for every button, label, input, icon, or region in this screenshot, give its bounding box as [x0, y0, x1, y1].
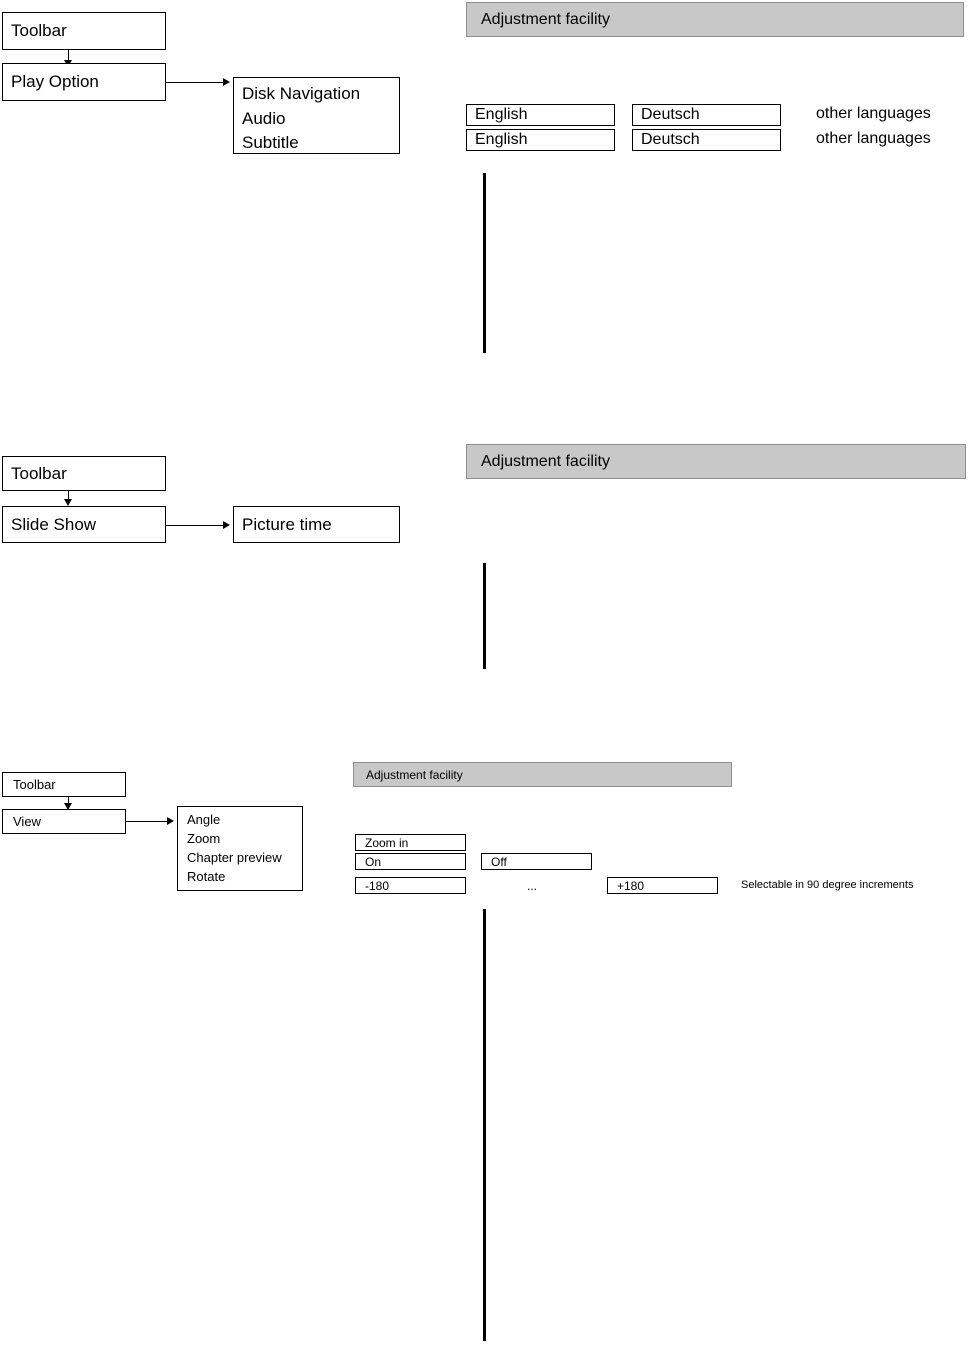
picture-time-box[interactable]: Picture time	[233, 506, 400, 543]
adjustment-banner-view: Adjustment facility	[353, 762, 732, 787]
connector-toolbar-view	[68, 797, 69, 805]
slide-show-box[interactable]: Slide Show	[2, 506, 166, 543]
section-divider-play	[483, 173, 486, 353]
connector-view-items	[126, 821, 168, 822]
arrow-right-icon	[167, 817, 174, 825]
lang-en-row1[interactable]: English	[466, 104, 615, 126]
lang-de-row2[interactable]: Deutsch	[632, 129, 781, 151]
arrow-right-icon	[223, 521, 230, 529]
lang-en-row2[interactable]: English	[466, 129, 615, 151]
angle-max-box[interactable]: +180	[607, 877, 718, 894]
zoom-on-box[interactable]: On	[355, 853, 466, 870]
view-items-box[interactable]: Angle Zoom Chapter preview Rotate	[177, 806, 303, 891]
lang-other-row2: other languages	[816, 130, 931, 147]
adjustment-banner-slideshow: Adjustment facility	[466, 444, 966, 479]
lang-de-row1[interactable]: Deutsch	[632, 104, 781, 126]
connector-toolbar-slideshow	[68, 491, 69, 501]
play-option-box[interactable]: Play Option	[2, 63, 166, 101]
arrow-down-icon	[64, 803, 72, 810]
angle-ellipsis-label: ...	[527, 879, 538, 893]
zoom-off-box[interactable]: Off	[481, 853, 592, 870]
view-box[interactable]: View	[2, 809, 126, 834]
angle-min-box[interactable]: -180	[355, 877, 466, 894]
zoom-in-box[interactable]: Zoom in	[355, 834, 466, 851]
connector-toolbar-play	[68, 50, 69, 62]
toolbar-box-play[interactable]: Toolbar	[2, 12, 166, 50]
section-divider-view	[483, 909, 486, 1341]
section-divider-slideshow	[483, 563, 486, 669]
arrow-down-icon	[64, 499, 72, 506]
toolbar-box-slideshow[interactable]: Toolbar	[2, 456, 166, 491]
play-items-label: Disk Navigation Audio Subtitle	[242, 84, 361, 153]
view-items-label: Angle Zoom Chapter preview Rotate	[187, 812, 282, 884]
connector-slideshow-items	[166, 525, 224, 526]
lang-other-row1: other languages	[816, 105, 931, 122]
play-items-box[interactable]: Disk Navigation Audio Subtitle	[233, 77, 400, 154]
toolbar-box-view[interactable]: Toolbar	[2, 772, 126, 797]
arrow-right-icon	[223, 78, 230, 86]
adjustment-banner-play: Adjustment facility	[466, 2, 964, 37]
angle-increment-note: Selectable in 90 degree increments	[741, 879, 914, 891]
connector-play-items	[166, 82, 224, 83]
